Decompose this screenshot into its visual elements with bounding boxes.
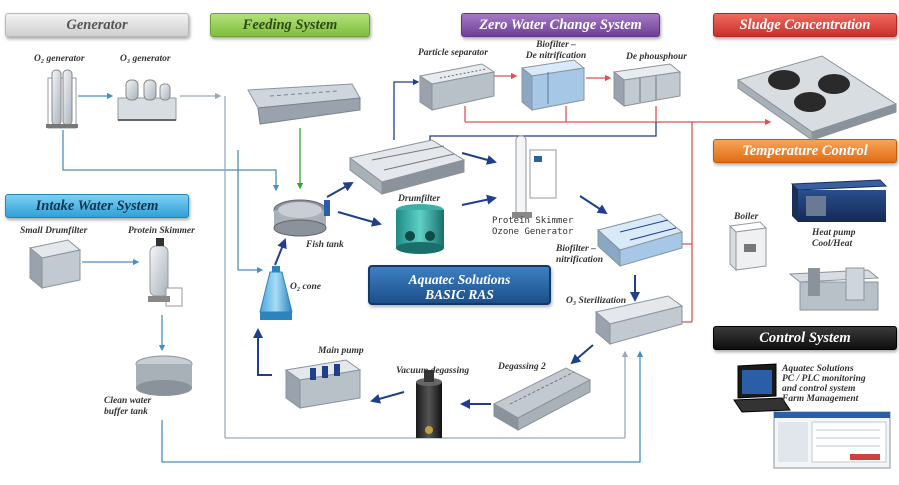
biofilter-denit-label: Biofilter –De nitrification (525, 40, 587, 61)
fishtank-to-drum-arrow (337, 211, 382, 227)
feeding-system-header: Feeding System (210, 13, 370, 37)
fishtank-to-channel-arrow (326, 182, 354, 198)
generator-header: Generator (5, 13, 189, 37)
boiler-unit (728, 221, 768, 272)
biofilter-denitrification-unit (520, 59, 586, 112)
o2-cone-unit (259, 266, 293, 320)
o2-cone-label: O₂ cone (290, 282, 322, 292)
o2-to-fishtank-line (62, 130, 280, 192)
main-pump-label: Main pump (318, 346, 364, 356)
heat-pump-skid-unit (788, 267, 880, 311)
biofilter-nitrification-unit (596, 213, 684, 268)
protein-skimmer-label: Protein Skimmer (128, 226, 195, 236)
heat-pump-container-unit (790, 179, 888, 222)
vacuum-to-pump-arrow (370, 391, 405, 404)
biofilter-nitr-label: Biofilter –nitrification (556, 244, 603, 265)
drumfilter-label: Drumfilter (398, 194, 441, 204)
temperature-control-header: Temperature Control (713, 139, 897, 163)
particle-separator-label: Particle separator (418, 48, 488, 58)
particle-separator-unit (418, 63, 496, 111)
feeding-conveyor-unit (247, 83, 361, 125)
dephosphour-unit (612, 63, 682, 108)
laptop-unit (733, 363, 791, 413)
clean-water-supply-line (161, 350, 644, 463)
drum-to-skimmer-arrow (461, 194, 497, 206)
protein-skimmer-ozone-unit (512, 135, 557, 218)
vacuum-degassing-label: Vacuum degassing (396, 366, 470, 376)
brand-box: Aquatec Solutions BASIC RAS (368, 265, 551, 305)
to-particle-separator-line (393, 78, 420, 140)
sludge-tanks-unit (736, 55, 898, 141)
buffer-tank-unit (135, 355, 193, 396)
channel-unit (348, 139, 466, 195)
degassing2-unit (492, 367, 592, 431)
o3-generator-unit (117, 79, 177, 121)
intake-protein-skimmer-unit (148, 238, 183, 307)
o2-generator-label: O₂ generator (34, 54, 85, 64)
small-drumfilter-unit (28, 239, 82, 290)
sludge-concentration-header: Sludge Concentration (713, 13, 897, 37)
o2-generator-unit (46, 69, 78, 129)
o3-sterilization-label: O₃ Sterilization (566, 296, 627, 306)
zero-water-change-header: Zero Water Change System (461, 13, 660, 37)
dephos-return-line (426, 122, 657, 148)
o3-generator-label: O₃ generator (120, 54, 171, 64)
skimmer-to-biofilter-arrow (579, 195, 608, 215)
brand-line-1: Aquatec Solutions (408, 272, 511, 287)
farm-management-screen (773, 411, 891, 469)
pump-to-cone-line (253, 328, 272, 376)
small-drumfilter-label: Small Drumfilter (20, 226, 88, 236)
degassing2-label: Degassing 2 (498, 362, 546, 372)
main-pump-unit (284, 359, 362, 409)
control-system-label: Aquatec Solutions PC / PLC monitoring an… (782, 364, 866, 404)
boiler-label: Boiler (734, 212, 759, 222)
vacuum-degassing-unit (416, 370, 442, 438)
sterilization-to-degassing-arrow (570, 344, 594, 365)
dephosphour-label: De phousphour (626, 52, 687, 62)
fish-tank-unit (273, 199, 330, 237)
control-system-header: Control System (713, 326, 897, 350)
brand-line-2: BASIC RAS (425, 287, 494, 302)
intake-water-header: Intake Water System (5, 194, 189, 218)
drumfilter-unit (396, 204, 444, 254)
o2-to-cone-line (237, 150, 264, 274)
cone-to-fishtank-arrow (274, 238, 287, 266)
o3-sterilization-unit (594, 295, 684, 346)
fish-tank-label: Fish tank (306, 240, 344, 250)
channel-to-skimmer-arrow (461, 152, 497, 165)
